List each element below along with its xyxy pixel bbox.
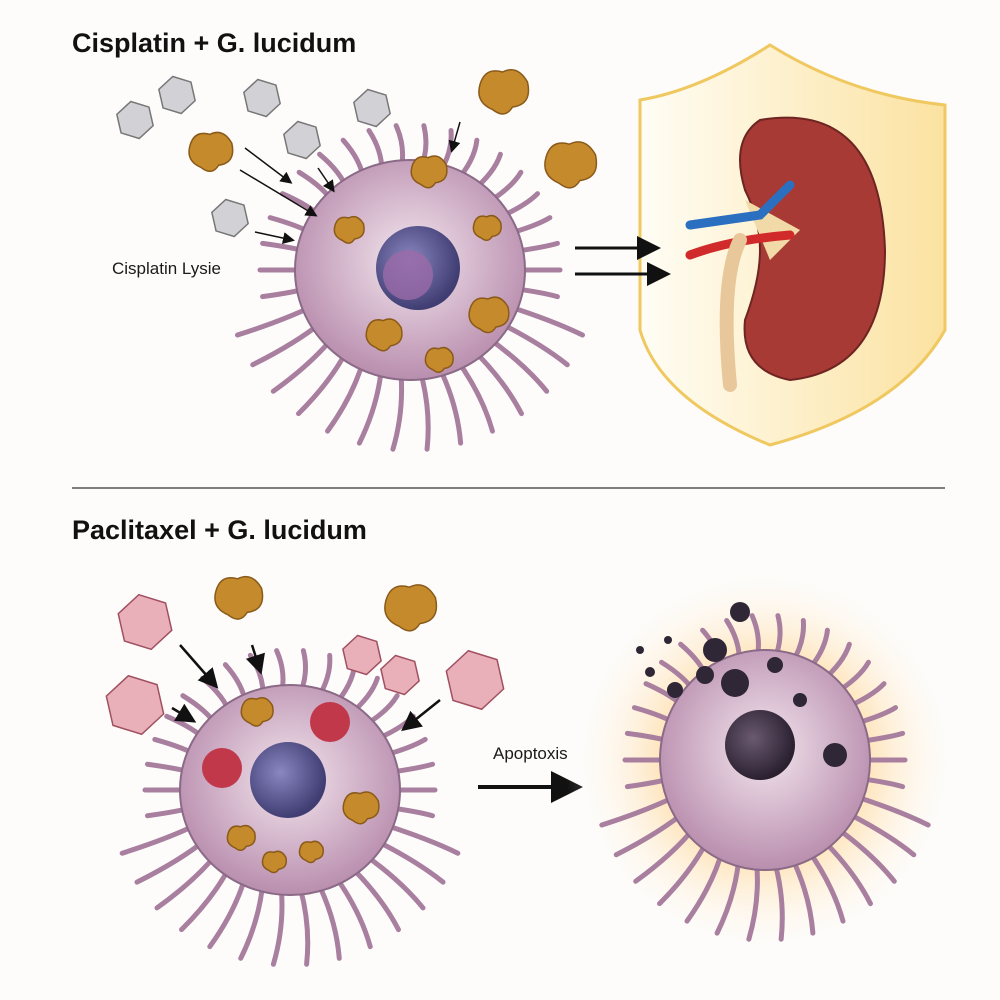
kidney (739, 116, 887, 382)
panel-title-cisplatin: Cisplatin + G. lucidum (72, 28, 357, 58)
cisplatin-crystal (283, 120, 321, 160)
cell-projection (331, 872, 373, 950)
nucleus (250, 742, 326, 818)
ganoderma-particle (472, 214, 502, 241)
paclitaxel-crystal (342, 634, 382, 676)
apoptotic-body (730, 602, 750, 622)
apoptotic-body (721, 669, 749, 697)
cisplatin-lysis-label: Cisplatin Lysie (112, 259, 221, 278)
cell-projection (270, 881, 285, 967)
arrow (244, 147, 293, 184)
arrow (171, 703, 197, 723)
cisplatin-crystal (116, 100, 154, 140)
cell-projection (207, 872, 249, 950)
cell-projection (314, 878, 342, 961)
apoptotic-body (667, 682, 683, 698)
paclitaxel-crystal (380, 654, 420, 696)
ganoderma-particle (298, 840, 324, 864)
ganoderma-particle (342, 791, 380, 825)
fragmented-nucleus (725, 710, 795, 780)
apoptotic-body (636, 646, 644, 654)
cell-projection (119, 821, 201, 856)
panel-title-paclitaxel: Paclitaxel + G. lucidum (72, 515, 367, 545)
cell-projection (390, 366, 405, 452)
paclitaxel-crystal (117, 593, 173, 651)
cisplatin-crystal (243, 78, 281, 118)
ganoderma-particle (424, 346, 454, 373)
ganoderma-particle (478, 69, 530, 115)
ganoderma-particle (261, 850, 287, 874)
cisplatin-crystal (158, 75, 196, 115)
apoptotic-body (793, 693, 807, 707)
ganoderma-particle (365, 318, 403, 352)
apoptotic-body (767, 657, 783, 673)
cell-projection (296, 881, 311, 967)
apoptotic-body (645, 667, 655, 677)
apoptotic-body (703, 638, 727, 662)
apoptotic-body (823, 743, 847, 767)
cell-projection (371, 837, 446, 885)
paclitaxel-crystal (445, 649, 505, 711)
arrow (401, 699, 441, 732)
cell-projection (453, 356, 495, 434)
ganoderma-particle (240, 697, 274, 727)
arrow (254, 231, 295, 244)
cell-projection (417, 366, 431, 452)
cell-projection (356, 362, 385, 446)
ganoderma-particle (333, 215, 365, 244)
cell-projection (435, 362, 464, 446)
ganoderma-particle (214, 575, 264, 620)
ganoderma-particle (410, 155, 448, 189)
cisplatin-crystal (211, 198, 249, 238)
damaged-organelle (310, 702, 350, 742)
apoptotic-body (664, 636, 672, 644)
nucleolus (383, 250, 433, 300)
ganoderma-particle (384, 584, 438, 632)
apoptosis-label: Apoptoxis (493, 744, 568, 763)
arrow (245, 644, 265, 675)
arrow (448, 121, 461, 153)
apoptotic-body (696, 666, 714, 684)
damaged-organelle (202, 748, 242, 788)
cell-projection (238, 878, 266, 961)
ganoderma-particle (226, 824, 256, 851)
arrow (239, 169, 318, 217)
ganoderma-particle (468, 296, 510, 334)
cell-projection (179, 862, 233, 933)
arrow (179, 644, 219, 689)
ganoderma-particle (188, 131, 234, 172)
paclitaxel-crystal (105, 674, 165, 736)
ganoderma-particle (544, 141, 598, 189)
arrow (317, 167, 335, 193)
kidney-shield (638, 43, 947, 447)
cisplatin-crystal (353, 88, 391, 128)
